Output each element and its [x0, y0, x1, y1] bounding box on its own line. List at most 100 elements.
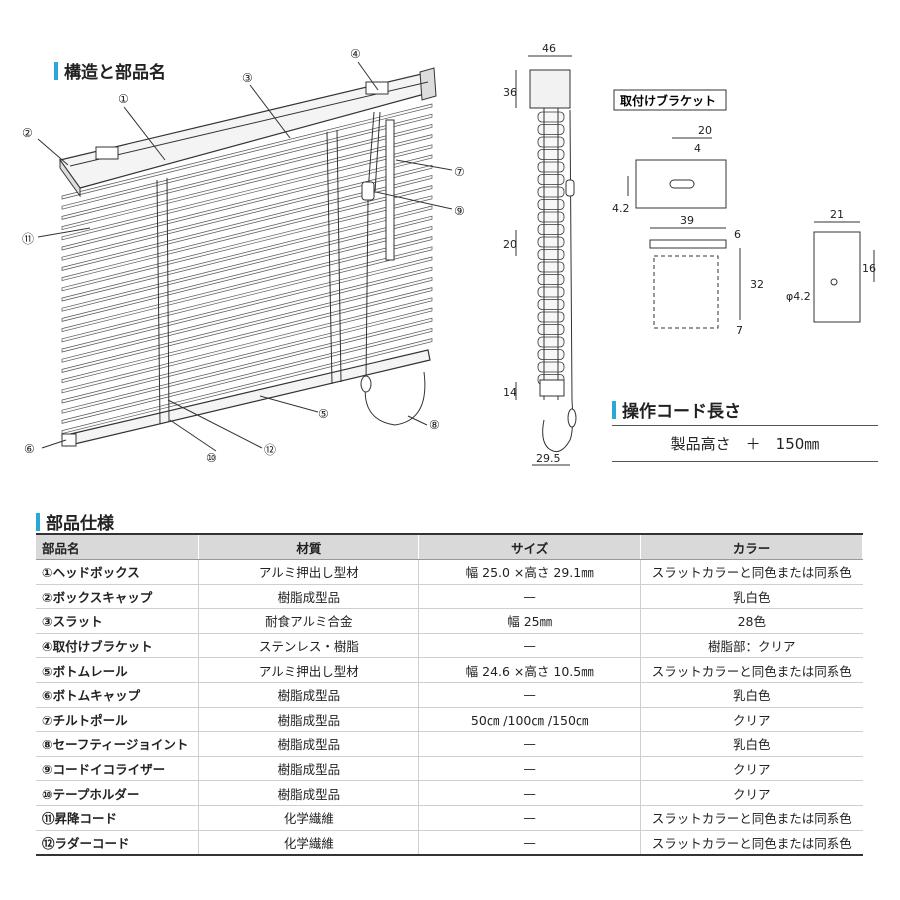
callout-8: ⑧ [429, 418, 440, 432]
slat [61, 205, 433, 302]
material-cell: 樹脂成型品 [198, 780, 419, 806]
table-row: ⑫ラダーコード化学繊維—スラットカラーと同色または同系色 [36, 830, 863, 857]
header-material: 材質 [198, 533, 420, 560]
part-name-cell: ⑥ボトムキャップ [36, 682, 199, 708]
callout-9: ⑨ [454, 204, 465, 218]
bottom-cap [61, 433, 77, 447]
side-equalizer [565, 179, 575, 197]
side-slat [537, 286, 565, 298]
color-cell: 乳白色 [640, 682, 863, 708]
size-cell: — [418, 584, 641, 610]
slat [61, 225, 433, 322]
color-cell: 乳白色 [640, 584, 863, 610]
part-name-cell: ③スラット [36, 608, 199, 634]
dim-phi-4-2: φ4.2 [786, 290, 811, 303]
slat [61, 307, 433, 404]
dim-32: 32 [750, 278, 764, 291]
side-slat [537, 111, 565, 123]
header-size: サイズ [418, 533, 642, 560]
material-cell: 樹脂成型品 [198, 707, 419, 733]
part-name-cell: ⑤ボトムレール [36, 657, 199, 683]
slat [61, 195, 433, 292]
cord-title: 操作コード長さ [612, 397, 741, 422]
color-cell: 樹脂部：クリア [640, 633, 863, 659]
size-cell: — [418, 780, 641, 806]
part-name-cell: ⑧セーフティージョイント [36, 731, 199, 757]
dim-39: 39 [680, 214, 694, 227]
side-slat [537, 361, 565, 373]
side-slat [537, 324, 565, 335]
callout-10: ⑩ [206, 451, 217, 465]
box-cap-left [59, 158, 81, 198]
callout-leaders [37, 61, 453, 452]
head-box-edge [69, 81, 429, 167]
bracket-label-box [613, 89, 727, 111]
side-slat [537, 136, 565, 148]
table-row: ⑨コードイコライザー樹脂成型品—クリア [36, 756, 863, 782]
callout-12: ⑫ [264, 443, 276, 457]
callout-1: ① [118, 92, 129, 106]
slat [61, 338, 433, 435]
slat [61, 317, 433, 414]
part-name-cell: ⑨コードイコライザー [36, 756, 199, 782]
color-cell: クリア [640, 707, 863, 733]
size-cell: 幅 25.0 ×高さ 29.1㎜ [418, 559, 641, 585]
dim-6: 6 [734, 228, 741, 241]
ladder-cord [326, 131, 333, 385]
side-slat [537, 124, 565, 135]
slat [61, 215, 433, 312]
slat [61, 327, 433, 424]
slat [61, 134, 433, 231]
lift-cord [365, 199, 369, 381]
color-cell: スラットカラーと同色または同系色 [640, 805, 863, 831]
part-name-cell: ⑪昇降コード [36, 805, 199, 831]
bracket-detail: 取付けブラケット 20 4 4.2 39 6 32 7 21 16 φ4.2 [612, 89, 876, 337]
spec-title: 部品仕様 [36, 509, 114, 534]
table-row: ②ボックスキャップ樹脂成型品—乳白色 [36, 584, 863, 610]
side-slat [537, 174, 565, 185]
accent-bar [54, 61, 58, 80]
ladder-cord [166, 177, 170, 423]
dim-29-5: 29.5 [536, 452, 561, 465]
size-cell: — [418, 682, 641, 708]
slat [61, 123, 433, 220]
accent-bar [612, 400, 616, 419]
dim-46: 46 [542, 42, 556, 55]
cord-equalizer [361, 181, 375, 201]
callout-6: ⑥ [24, 442, 35, 456]
side-slat [537, 224, 565, 235]
side-slat [537, 311, 565, 323]
color-cell: スラットカラーと同色または同系色 [640, 657, 863, 683]
material-cell: アルミ押出し型材 [198, 559, 419, 585]
side-slat [537, 336, 565, 348]
header-color: カラー [640, 533, 863, 560]
side-slat [537, 161, 565, 173]
dim-36: 36 [503, 86, 517, 99]
part-name-cell: ②ボックスキャップ [36, 584, 199, 610]
bracket-slot [669, 179, 695, 189]
bracket-front-top [649, 239, 727, 249]
side-slat [537, 299, 565, 310]
part-name-cell: ⑩テープホルダー [36, 780, 199, 806]
slat [61, 113, 433, 210]
spec-header-row: 部品名 材質 サイズ カラー [36, 533, 863, 560]
slat [61, 297, 433, 394]
side-slat [537, 199, 565, 210]
color-cell: クリア [640, 780, 863, 806]
dim-7: 7 [736, 324, 743, 337]
table-row: ⑧セーフティージョイント樹脂成型品—乳白色 [36, 731, 863, 757]
slat [61, 185, 433, 282]
slat [61, 154, 433, 251]
slat [61, 103, 433, 200]
structure-title: 構造と部品名 [54, 58, 166, 83]
side-slat [537, 149, 565, 160]
size-cell: 50㎝ /100㎝ /150㎝ [418, 707, 641, 733]
color-cell: 28色 [640, 608, 863, 634]
side-safety-joint [567, 408, 577, 428]
size-cell: — [418, 731, 641, 757]
header-part-name: 部品名 [36, 533, 200, 560]
ladder-cord [156, 179, 161, 425]
callouts: ① ② ③ ④ ⑤ ⑥ ⑦ ⑧ ⑨ ⑩ ⑪ ⑫ [22, 47, 465, 465]
